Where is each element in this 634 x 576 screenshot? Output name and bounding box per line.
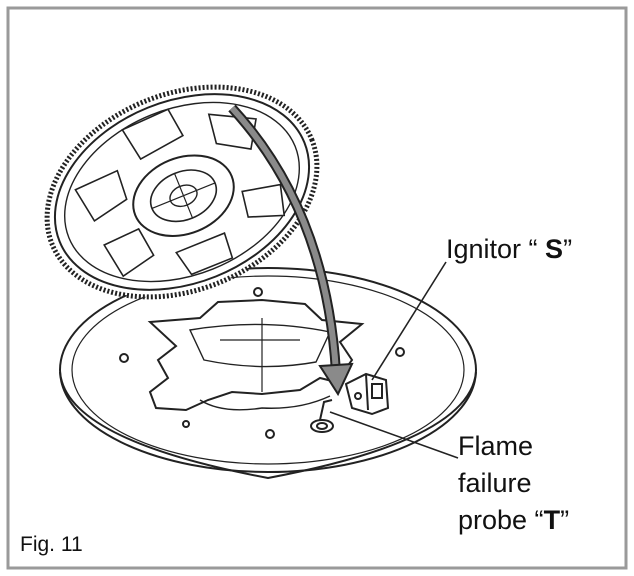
flame-failure-probe — [310, 399, 334, 433]
flame-label-line2: failure — [458, 468, 532, 498]
base-socket — [147, 298, 365, 412]
probe-letter: T — [543, 505, 561, 535]
figure-frame — [6, 6, 628, 570]
flame-probe-label: Flame failure probe “T” — [458, 428, 569, 539]
ignitor-leader-line — [371, 261, 447, 381]
ignitor-letter: S — [545, 234, 564, 264]
flame-label-line1: Flame — [458, 431, 534, 461]
flame-spreader-cap — [44, 84, 320, 300]
fitting-direction-arrow — [228, 104, 354, 397]
probe-leader-line — [329, 411, 459, 459]
figure-caption: Fig. 11 — [20, 533, 83, 556]
ignitor-bracket — [344, 372, 390, 416]
flame-label-line3: probe “T” — [458, 505, 570, 535]
ignitor-label: Ignitor “ S” — [446, 234, 573, 264]
